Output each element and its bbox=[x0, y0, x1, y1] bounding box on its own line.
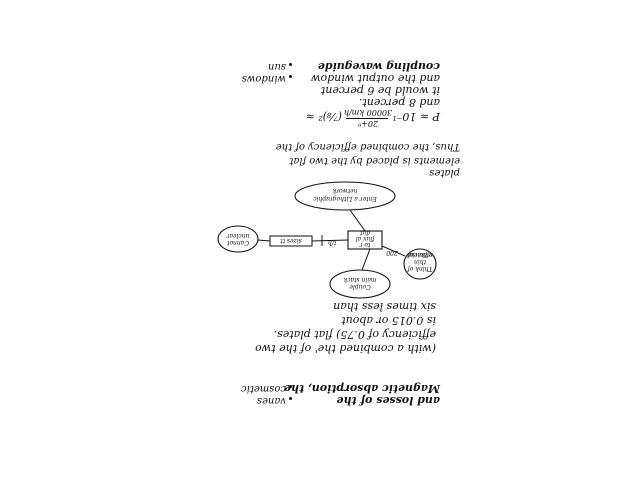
connector-center-bottom bbox=[361, 248, 371, 271]
left-ellipse-shape bbox=[217, 225, 259, 253]
bottom-ellipse-shape bbox=[329, 269, 391, 299]
connector-center-top bbox=[349, 209, 366, 232]
bullet-item-2: vanes bbox=[256, 395, 286, 406]
bullet-dot-1 bbox=[289, 385, 292, 388]
bottom-ellipse-label-1: Couple bbox=[349, 283, 371, 290]
equation-rhs: P ≈ 10⁻¹ bbox=[392, 110, 440, 123]
equation-numerator: 20+⁶ bbox=[357, 119, 379, 128]
bullet-item-4: windows bbox=[241, 73, 286, 84]
text-line-2: and losses of the bbox=[336, 394, 440, 407]
equation-lhs: (⁷⁄₈)² ≈ bbox=[305, 110, 342, 123]
box-label-right: t/h bbox=[327, 239, 337, 246]
top-ellipse-shape bbox=[294, 181, 396, 211]
left-box-label: sizes tt bbox=[280, 237, 302, 244]
center-box-label-1: to r bbox=[359, 241, 371, 248]
left-ellipse-label-2: unclear bbox=[226, 232, 250, 239]
bullet-dot-4 bbox=[289, 75, 292, 78]
text-line-5: it would be 6 percent bbox=[320, 84, 440, 97]
bullet-dot-2 bbox=[289, 397, 292, 400]
top-ellipse-label-1: Enter a Lithographic bbox=[313, 195, 377, 202]
top-ellipse-label-2: network bbox=[332, 187, 358, 194]
right-small-label: 200 bbox=[386, 249, 398, 256]
left-ellipse-label-1: Cannot bbox=[227, 239, 249, 246]
fraction-bar bbox=[346, 118, 388, 119]
paragraph-line-1: Thus, the combined efficiency of the bbox=[275, 141, 460, 152]
connector-left-ellipse bbox=[257, 239, 271, 242]
right-circle-shape bbox=[403, 248, 437, 280]
center-box-label-3: dut bbox=[359, 229, 371, 236]
bullet-item-1: cosmetic bbox=[241, 383, 286, 394]
handwritten-note: (with a combined the' of the two efficie… bbox=[200, 60, 460, 414]
flow-diagram bbox=[217, 181, 437, 299]
connector-center-left bbox=[311, 239, 349, 242]
bullet-dot-3 bbox=[289, 63, 292, 66]
text-line-1: Magnetic absorption, the bbox=[284, 382, 440, 395]
right-circle-label-1: Think of bbox=[407, 265, 433, 272]
paragraph-line-3: plates bbox=[429, 167, 460, 178]
text-line-3: coupling waveguide bbox=[317, 60, 440, 73]
bottom-block: and losses of the Magnetic absorption, t… bbox=[220, 376, 460, 416]
paragraph-line-2: elements is placed by the two flat bbox=[289, 155, 460, 166]
bullet-item-3: sun bbox=[267, 61, 286, 72]
center-box-label-2: flux al bbox=[355, 235, 375, 242]
bottom-ellipse-label-2: main stack bbox=[343, 276, 377, 283]
equation-denominator: 30000 km/h bbox=[343, 108, 393, 117]
text-line-4: and the output window bbox=[311, 72, 440, 85]
right-circle-label-3: efficient bbox=[407, 251, 433, 258]
text-line-6: and 8 percent. bbox=[358, 96, 440, 109]
connector-center-right bbox=[381, 245, 406, 257]
